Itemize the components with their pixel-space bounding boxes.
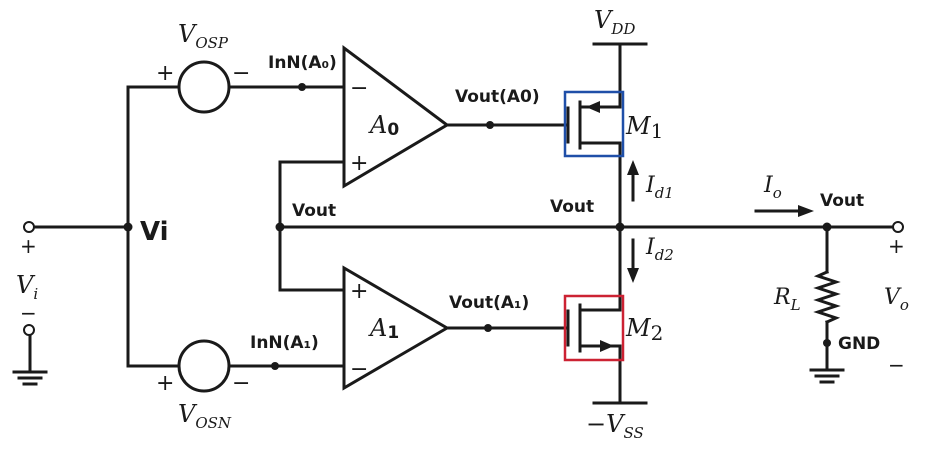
opamp-a1 (342, 265, 450, 391)
vosp-source (177, 60, 231, 114)
label-vout-left: Vout (292, 201, 336, 221)
ground-symbol-input (12, 370, 48, 386)
a0-label: A0 (368, 111, 399, 140)
a0-plus-pin: + (350, 151, 368, 176)
m1-arrow (586, 101, 600, 113)
vo-plus: + (888, 234, 905, 258)
m2-highlight-box (563, 294, 625, 362)
id2-label: Id2 (645, 235, 674, 264)
vosp-minus: − (232, 61, 250, 86)
a1-label: A1 (368, 314, 399, 343)
vo-label: Vo (884, 285, 909, 314)
vss-label: −VSS (586, 410, 644, 442)
io-label: Io (763, 173, 782, 202)
wires (28, 42, 895, 405)
a0-minus-pin: − (350, 76, 368, 101)
m2-arrow (600, 340, 614, 352)
transistor-m1 (563, 90, 625, 158)
vosp-plus: + (156, 61, 174, 86)
vo-minus: − (888, 353, 905, 377)
m1-label: M1 (625, 112, 663, 143)
label-vout-mid: Vout (550, 197, 594, 217)
input-terminal-plus (23, 221, 35, 233)
arrow-id1 (627, 160, 639, 202)
transistor-m2 (563, 294, 625, 362)
m2-label: M2 (625, 314, 663, 345)
label-gnd: GND (838, 334, 880, 354)
label-inn-a0: InN(A₀) (268, 53, 337, 73)
resistor-rl (813, 270, 841, 324)
rl-label: RL (773, 285, 801, 314)
ground-symbol-load (809, 368, 845, 384)
vosn-plus: + (156, 371, 174, 396)
junction-dots (123, 83, 832, 370)
input-plus: + (20, 234, 37, 258)
input-minus: − (20, 301, 37, 325)
a1-plus-pin: + (350, 279, 368, 304)
label-vout-a1: Vout(A₁) (449, 293, 529, 313)
vdd-label: VDD (594, 6, 635, 38)
label-vi-node: Vi (140, 217, 169, 247)
vosn-minus: − (232, 371, 250, 396)
arrow-id2 (627, 238, 639, 283)
label-vout-right: Vout (820, 191, 864, 211)
id1-label: Id1 (645, 173, 674, 202)
input-vi-label: Vi (16, 271, 38, 303)
a1-minus-pin: − (350, 357, 368, 382)
label-vout-a0: Vout(A0) (455, 87, 540, 107)
vosn-source (177, 339, 231, 393)
label-inn-a1: InN(A₁) (250, 333, 319, 353)
input-terminal-minus (23, 324, 35, 336)
output-terminal (892, 221, 904, 233)
opamp-a0 (342, 45, 450, 189)
vosp-label: VOSP (178, 20, 229, 52)
vosn-label: VOSN (178, 400, 232, 432)
m1-highlight-box (563, 90, 625, 158)
arrow-io (754, 205, 814, 217)
